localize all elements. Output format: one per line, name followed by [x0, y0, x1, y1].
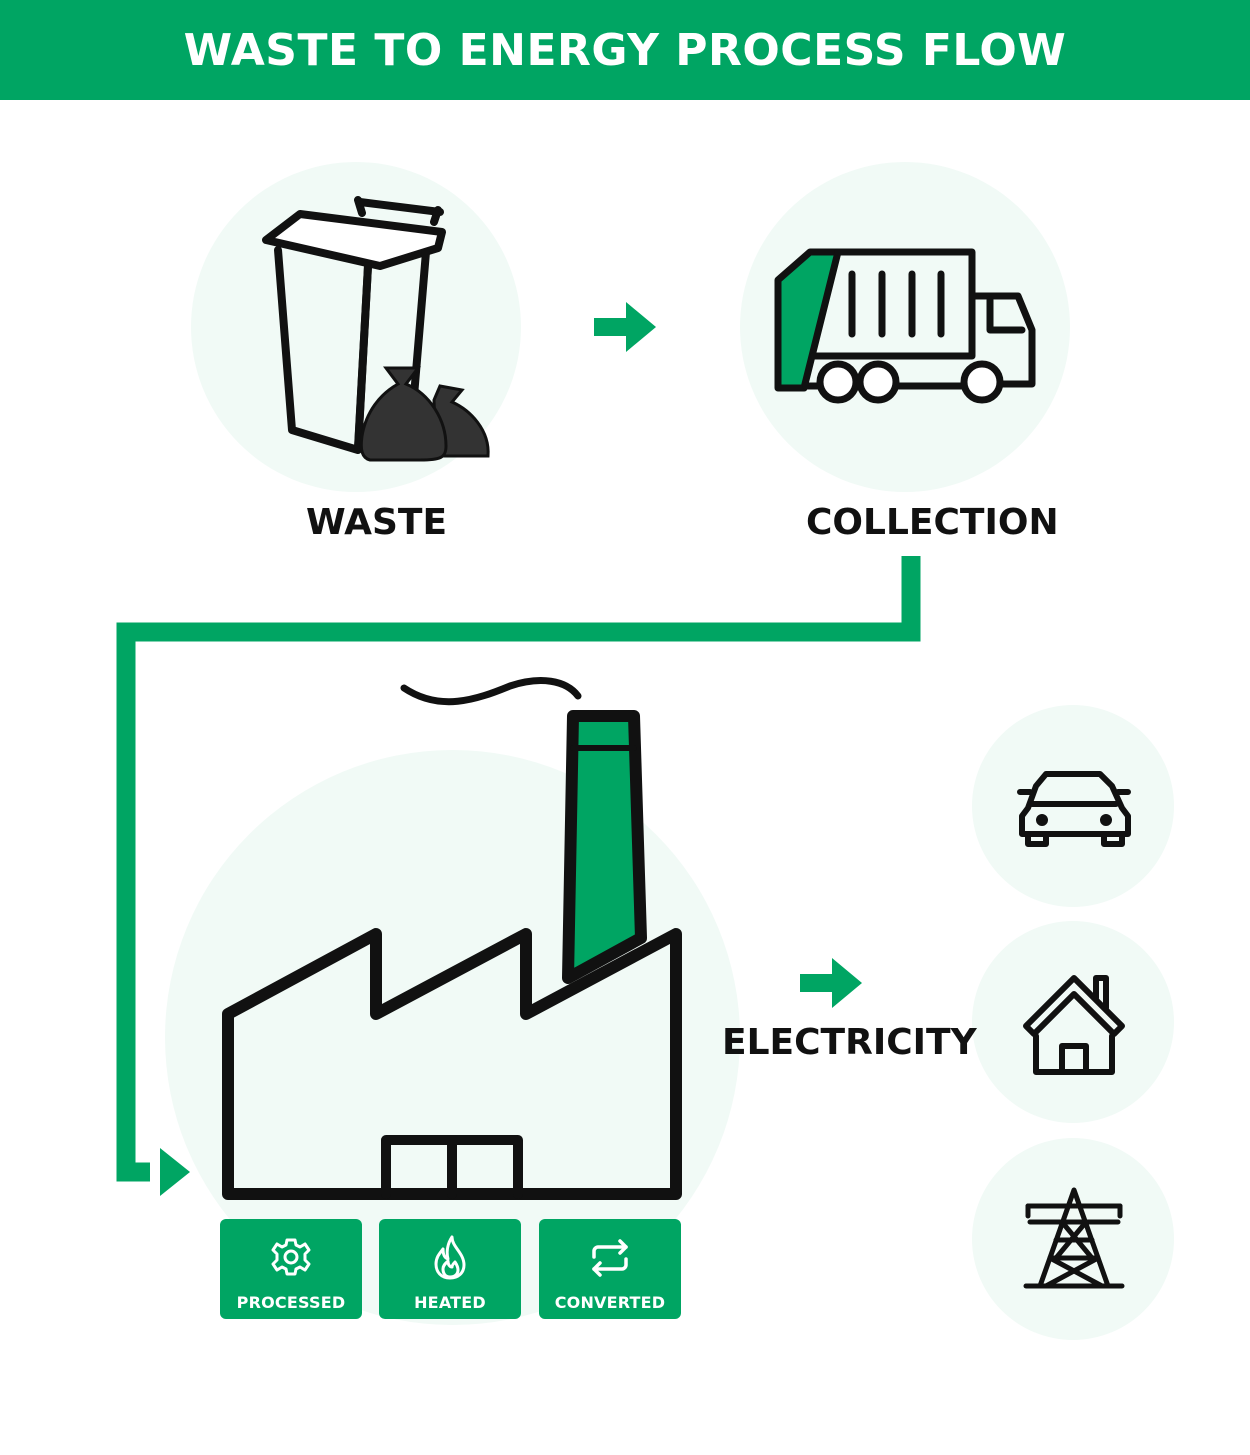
step-heated: HEATED	[379, 1219, 521, 1319]
collection-label: COLLECTION	[806, 502, 1059, 543]
trash-bags-icon	[359, 366, 490, 462]
step-label: PROCESSED	[236, 1293, 346, 1312]
factory-building	[222, 928, 682, 1200]
flame-icon	[434, 1235, 466, 1280]
step-label: CONVERTED	[554, 1293, 666, 1312]
power-tower-icon	[1023, 1187, 1125, 1289]
flow-connector-line	[116, 556, 921, 1182]
connector-arrow-head	[160, 1148, 190, 1196]
factory-icon	[222, 677, 682, 1200]
header-bar: WASTE TO ENERGY PROCESS FLOW	[0, 0, 1250, 100]
step-processed: PROCESSED	[220, 1219, 362, 1319]
house-circle	[972, 921, 1174, 1123]
waste-label: WASTE	[306, 502, 448, 543]
garbage-truck-icon	[774, 248, 1036, 404]
gear-icon	[271, 1238, 311, 1276]
factory-door	[381, 1135, 523, 1199]
page-title: WASTE TO ENERGY PROCESS FLOW	[183, 24, 1067, 76]
electricity-arrow-icon	[800, 958, 862, 1008]
house-icon	[1023, 975, 1125, 1075]
waste-bin-icon	[262, 196, 446, 454]
arrow-right-icon	[594, 302, 656, 352]
smoke-line	[400, 677, 582, 706]
step-label: HEATED	[414, 1293, 486, 1312]
step-converted: CONVERTED	[539, 1219, 681, 1319]
convert-arrows-icon	[592, 1239, 628, 1277]
electricity-label: ELECTRICITY	[722, 1022, 977, 1063]
chimney	[562, 710, 647, 984]
car-icon	[1017, 771, 1131, 847]
